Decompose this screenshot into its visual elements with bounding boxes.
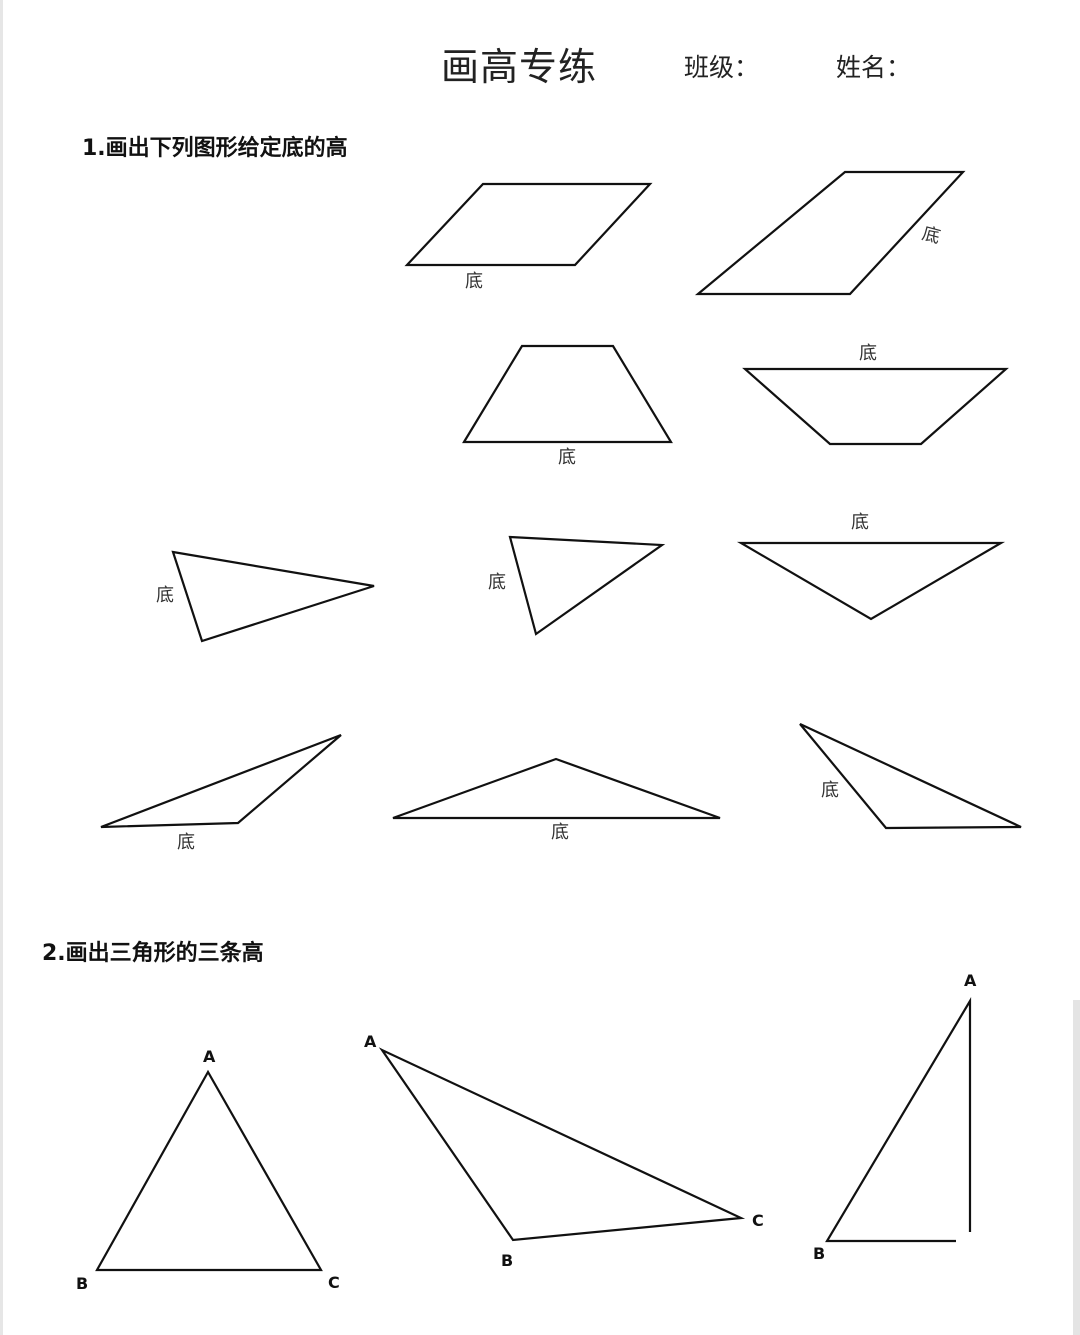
obtuse-triangle-vertex-c: C [752, 1211, 764, 1230]
parallelogram-1-shape [404, 182, 653, 267]
acute-triangle-shape [95, 1069, 323, 1272]
trapezoid-2-base-label: 底 [859, 343, 877, 364]
obtuse-triangle-vertex-a: A [364, 1032, 377, 1051]
triangle-2-shape [508, 535, 666, 636]
trapezoid-1-shape [462, 344, 673, 444]
acute-triangle-vertex-b: B [76, 1274, 89, 1293]
triangle-4-base-label: 底 [177, 832, 195, 853]
parallelogram-2-shape [694, 170, 966, 296]
triangle-2-base-label: 底 [488, 572, 506, 593]
triangle-6-base-label: 底 [821, 780, 839, 801]
triangle-1-shape [171, 550, 375, 643]
triangle-4-shape [100, 733, 342, 829]
right-triangle-vertex-a: A [964, 971, 977, 990]
triangle-5-base-label: 底 [551, 822, 569, 843]
name-field-label: 姓名： [836, 53, 912, 82]
acute-triangle-vertex-c: C [328, 1273, 340, 1292]
triangle-3-base-label: 底 [851, 512, 869, 533]
trapezoid-1-base-label: 底 [558, 447, 576, 468]
obtuse-triangle-shape [378, 1047, 746, 1242]
class-field-label: 班级： [684, 53, 760, 82]
section-1-heading: 1.画出下列图形给定底的高 [82, 136, 348, 161]
parallelogram-1-base-label: 底 [465, 271, 483, 292]
obtuse-triangle-vertex-b: B [501, 1251, 514, 1270]
acute-triangle-vertex-a: A [203, 1047, 216, 1066]
triangle-5-shape [392, 757, 721, 820]
scrollbar-track[interactable] [1073, 1000, 1080, 1335]
right-triangle-shape [825, 997, 972, 1243]
triangle-3-shape [736, 541, 1006, 621]
worksheet-title: 画高专练 [441, 45, 598, 89]
right-triangle-vertex-b: B [813, 1244, 826, 1263]
trapezoid-2-shape [742, 367, 1009, 446]
section-2-heading: 2.画出三角形的三条高 [42, 941, 264, 966]
page-left-edge [0, 0, 3, 1335]
triangle-1-base-label: 底 [156, 585, 174, 606]
triangle-6-shape [799, 723, 1022, 830]
